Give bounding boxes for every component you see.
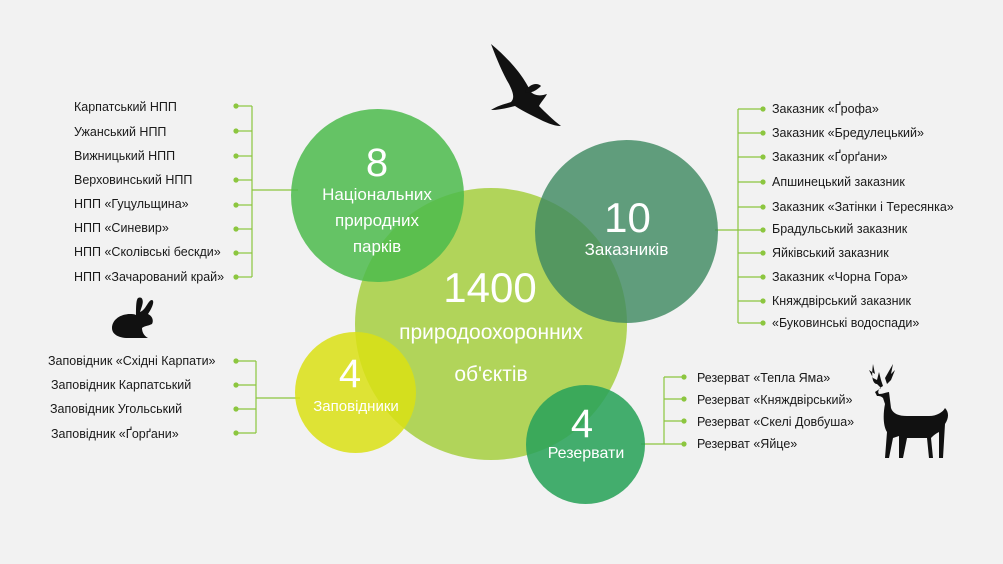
total-label-line2: об'єктів [454, 363, 528, 386]
bird-icon [491, 44, 561, 126]
total-number: 1400 [443, 264, 537, 311]
total-label-line1: природоохоронних [399, 321, 583, 344]
zakaznyk-item: Княждвірський заказник [772, 294, 911, 308]
zakaznyk-item: Яйківський заказник [772, 246, 889, 260]
rezervaty-number: 4 [570, 402, 594, 446]
zapovidnyk-item: Заповідник Карпатський [51, 378, 192, 392]
national-parks-circle [291, 109, 464, 282]
rezervat-item: Резерват «Скелі Довбуша» [697, 415, 855, 429]
zapovidnyk-item: Заповідник «Ґорґани» [51, 427, 179, 441]
rezervaty-circle [526, 385, 645, 504]
national-park-item: Карпатський НПП [74, 100, 177, 114]
zapovidnyky-number: 4 [338, 352, 362, 396]
zapovidnyky-label: Заповідники [313, 398, 399, 415]
zakaznyk-item: Заказник «Ґорґани» [772, 150, 888, 164]
zakaznyk-item: «Буковинські водоспади» [772, 316, 920, 330]
national-park-item: НПП «Зачарований край» [74, 270, 225, 284]
zakaznyk-item: Заказник «Ґрофа» [772, 102, 879, 116]
rezervaty-label: Резервати [547, 445, 625, 462]
national-park-item: НПП «Гуцульщина» [74, 197, 189, 211]
zakaznyky-circle [535, 140, 718, 323]
national-park-item: НПП «Сколівські бескди» [74, 245, 221, 259]
zakaznyk-item: Апшинецький заказник [772, 175, 905, 189]
zapovidnyk-item: Заповідник «Східні Карпати» [48, 354, 216, 368]
zakaznyk-item: Заказник «Бредулецький» [772, 126, 924, 140]
national-park-item: НПП «Синевир» [74, 221, 169, 235]
rezervat-item: Резерват «Яйце» [697, 437, 798, 451]
zakaznyk-item: Заказник «Чорна Гора» [772, 270, 908, 284]
zakaznyk-item: Брадульський заказник [772, 222, 908, 236]
zakaznyky-label: Заказників [584, 240, 669, 259]
rezervat-item: Резерват «Тепла Яма» [697, 371, 831, 385]
deer-icon [869, 364, 948, 458]
rabbit-icon [112, 297, 154, 338]
national-parks-label-line2: природних [335, 211, 419, 230]
national-park-item: Ужанський НПП [74, 125, 167, 139]
zapovidnyky-circle [295, 332, 416, 453]
zakaznyk-item: Заказник «Затінки і Тересянка» [772, 200, 954, 214]
zapovidnyk-item: Заповідник Угольський [50, 402, 183, 416]
national-parks-label-line1: Національних [322, 185, 432, 204]
national-park-item: Вижницький НПП [74, 149, 176, 163]
zakaznyky-number: 10 [604, 194, 651, 241]
national-parks-number: 8 [365, 141, 389, 185]
national-parks-label-line3: парків [352, 237, 402, 256]
national-park-item: Верховинський НПП [74, 173, 193, 187]
rezervat-item: Резерват «Княждвірський» [697, 393, 853, 407]
